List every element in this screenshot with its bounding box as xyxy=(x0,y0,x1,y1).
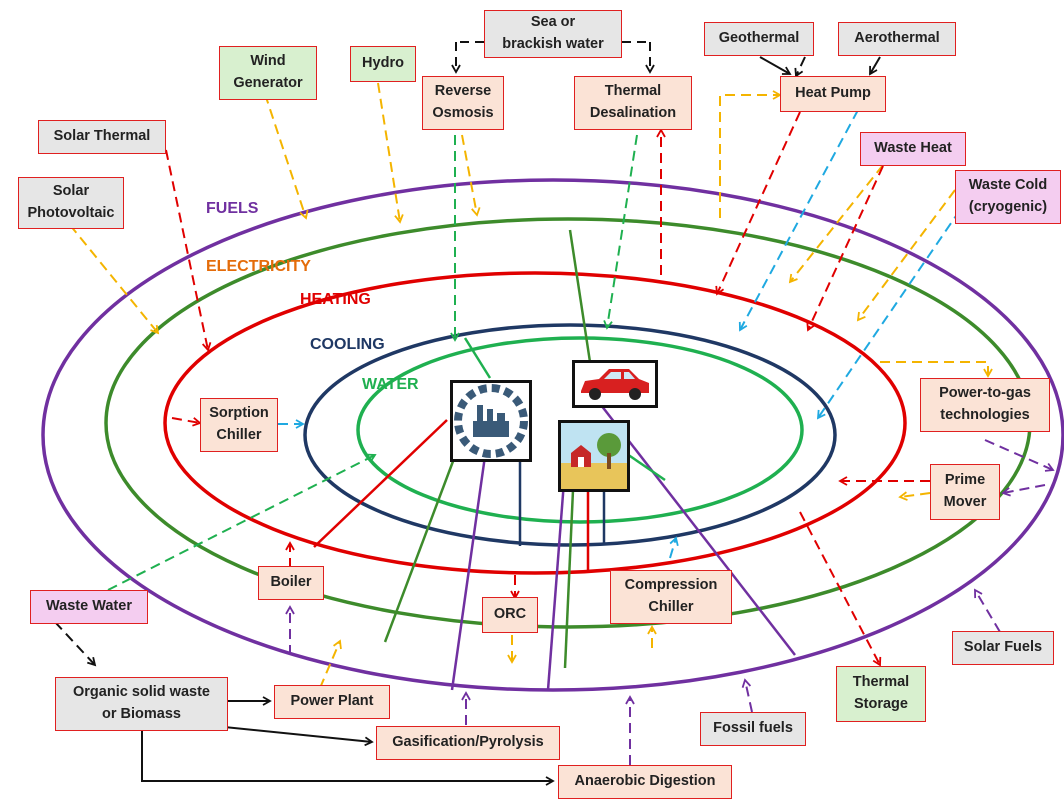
sorption-chiller-box: Sorption Chiller xyxy=(200,398,278,452)
waste-cold-box: Waste Cold (cryogenic) xyxy=(955,170,1061,224)
cooling-ring-label: COOLING xyxy=(310,336,385,353)
water-ring-label: WATER xyxy=(362,376,419,393)
power-plant-box: Power Plant xyxy=(274,685,390,719)
geothermal-box: Geothermal xyxy=(704,22,814,56)
sea-water-bracket xyxy=(451,41,655,74)
fuels-ring-label: FUELS xyxy=(206,200,259,217)
power-to-gas-box: Power-to-gas technologies xyxy=(920,378,1050,432)
compression-chiller-box: Compression Chiller xyxy=(610,570,732,624)
gasification-box: Gasification/Pyrolysis xyxy=(376,726,560,760)
prime-mover-box: Prime Mover xyxy=(930,464,1000,520)
wind-generator-box: Wind Generator xyxy=(219,46,317,100)
energy-flow-arrows xyxy=(54,56,1055,765)
farm-icon xyxy=(558,420,630,492)
waste-water-box: Waste Water xyxy=(30,590,148,624)
solar-fuels-box: Solar Fuels xyxy=(952,631,1054,665)
heat-pump-box: Heat Pump xyxy=(780,76,886,112)
solar-thermal-box: Solar Thermal xyxy=(38,120,166,154)
heating-ring-label: HEATING xyxy=(300,291,371,308)
water-ring xyxy=(356,336,804,524)
thermal-storage-box: Thermal Storage xyxy=(836,666,926,722)
sea-water-box: Sea or brackish water xyxy=(484,10,622,58)
organic-waste-box: Organic solid waste or Biomass xyxy=(55,677,228,731)
aerothermal-box: Aerothermal xyxy=(838,22,956,56)
car-icon xyxy=(572,360,658,408)
thermal-desalination-box: Thermal Desalination xyxy=(574,76,692,130)
boiler-box: Boiler xyxy=(258,566,324,600)
ring-connectors xyxy=(313,229,796,691)
fossil-fuels-box: Fossil fuels xyxy=(700,712,806,746)
solar-photovoltaic-box: Solar Photovoltaic xyxy=(18,177,124,229)
waste-heat-box: Waste Heat xyxy=(860,132,966,166)
orc-box: ORC xyxy=(482,597,538,633)
hydro-box: Hydro xyxy=(350,46,416,82)
reverse-osmosis-box: Reverse Osmosis xyxy=(422,76,504,130)
industry-icon xyxy=(450,380,532,462)
fuels-ring xyxy=(41,178,1064,692)
electricity-ring-label: ELECTRICITY xyxy=(206,258,311,275)
heating-ring xyxy=(163,271,907,575)
anaerobic-digestion-box: Anaerobic Digestion xyxy=(558,765,732,799)
